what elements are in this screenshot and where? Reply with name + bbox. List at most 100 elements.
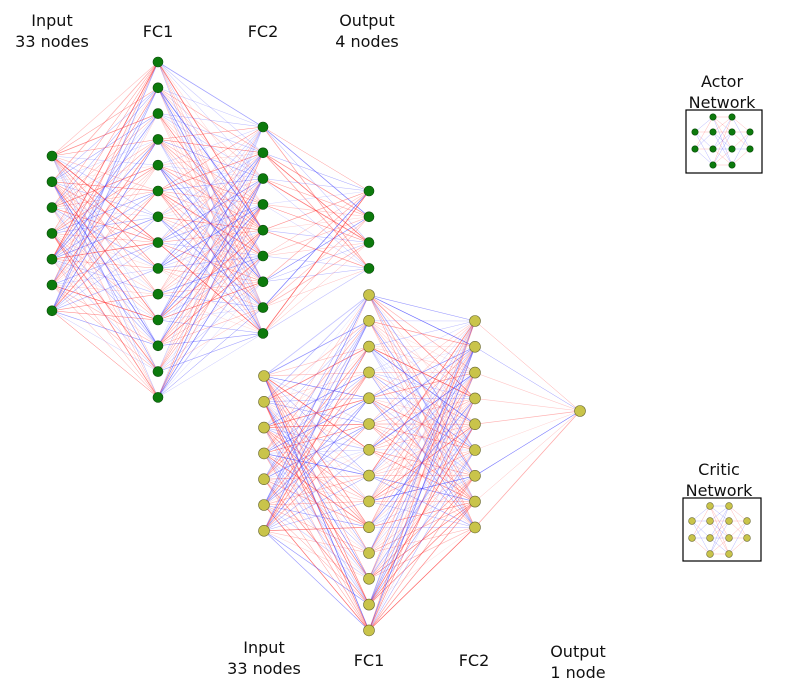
critic-layer2-node xyxy=(363,521,375,534)
actor-edge xyxy=(51,181,159,398)
actor-edge xyxy=(157,178,264,346)
legend-edge xyxy=(691,505,711,522)
critic-edge xyxy=(474,410,581,477)
critic-edge xyxy=(368,320,476,425)
actor-edge xyxy=(157,152,264,269)
legend-node xyxy=(709,128,717,136)
actor-edge xyxy=(157,126,264,269)
actor-edge xyxy=(157,87,264,128)
legend-edge xyxy=(694,148,714,166)
legend-edge xyxy=(691,537,711,555)
actor-layer1-node xyxy=(46,305,58,317)
actor-edge xyxy=(51,61,159,234)
critic-edge xyxy=(368,320,476,347)
actor-edge xyxy=(51,310,159,398)
legend-edge xyxy=(709,505,730,522)
legend-edge xyxy=(712,116,733,166)
critic-edge xyxy=(368,294,476,348)
legend-edge xyxy=(731,131,751,166)
actor-edge xyxy=(157,307,264,398)
actor-edge xyxy=(157,152,264,243)
legend-node xyxy=(746,128,754,136)
legend-edge xyxy=(694,116,714,150)
actor-edge xyxy=(157,255,264,398)
critic-edge xyxy=(263,294,370,506)
actor-edge xyxy=(157,152,264,218)
critic-layer1-node xyxy=(258,395,270,408)
actor-edge xyxy=(51,61,159,208)
network-nodes xyxy=(46,56,586,637)
legend-edge xyxy=(709,505,730,539)
critic-legend-subtitle: Network xyxy=(686,481,754,500)
actor-edge xyxy=(157,126,264,166)
critic-edge xyxy=(263,320,370,506)
critic-edge xyxy=(263,346,370,531)
critic-layer2-node xyxy=(363,469,375,482)
critic-edge xyxy=(368,527,476,631)
actor-output-label: Output xyxy=(339,11,395,30)
actor-edge xyxy=(157,126,264,140)
actor-edge xyxy=(157,178,264,321)
actor-layer2-node xyxy=(152,211,164,223)
legend-edge xyxy=(728,505,748,539)
actor-layer2-node xyxy=(152,108,164,119)
critic-layer2-node xyxy=(363,495,375,508)
critic-edge xyxy=(368,449,476,631)
actor-edge xyxy=(51,113,159,260)
actor-edge xyxy=(262,190,370,257)
critic-edge xyxy=(263,501,370,531)
legend-edge xyxy=(712,148,733,166)
critic-legend-icon xyxy=(688,502,751,558)
actor-edge xyxy=(157,126,264,321)
critic-layer2-node xyxy=(363,624,375,637)
critic-edge xyxy=(368,294,476,322)
actor-layer2-node xyxy=(152,340,164,352)
actor-edge xyxy=(157,230,264,372)
critic-edge xyxy=(368,346,476,631)
actor-layer2-node xyxy=(152,82,164,94)
critic-layer3-node xyxy=(469,366,481,379)
actor-edge xyxy=(51,242,159,311)
critic-layer2-node xyxy=(363,340,375,353)
critic-edge xyxy=(263,346,370,480)
critic-layer3-node xyxy=(469,521,481,534)
critic-input-label: Input xyxy=(243,638,284,657)
actor-edge xyxy=(262,152,370,192)
critic-edge xyxy=(368,372,476,579)
actor-edge xyxy=(157,126,264,243)
actor-edge xyxy=(51,87,159,260)
actor-edge xyxy=(262,216,370,231)
actor-layer2-node xyxy=(152,237,164,248)
legend-edge xyxy=(691,505,711,539)
actor-edge xyxy=(262,190,370,308)
critic-edge xyxy=(263,346,370,377)
actor-layer3-node xyxy=(257,121,269,133)
actor-edge xyxy=(51,284,159,295)
critic-layer3-node xyxy=(469,469,481,482)
critic-edge xyxy=(368,320,476,373)
legend-edge xyxy=(694,116,714,133)
critic-layer3-node xyxy=(469,340,481,353)
actor-edge xyxy=(51,293,159,312)
actor-layer3-node xyxy=(257,224,269,236)
actor-edge xyxy=(157,333,264,398)
actor-edge xyxy=(157,281,264,398)
legend-node xyxy=(728,113,736,121)
legend-edge xyxy=(709,537,730,555)
actor-layer4-node xyxy=(363,263,375,274)
critic-edge xyxy=(474,410,581,528)
critic-layer3-node xyxy=(469,315,481,327)
actor-edge xyxy=(51,310,159,321)
critic-edge xyxy=(263,320,370,403)
actor-edge xyxy=(157,126,264,372)
legend-edge xyxy=(691,520,711,539)
critic-edge xyxy=(263,530,370,631)
critic-edge xyxy=(368,320,476,450)
legend-edge xyxy=(691,520,711,555)
actor-edge xyxy=(51,268,159,312)
critic-layer3-node xyxy=(469,444,481,456)
actor-edge xyxy=(262,229,370,243)
actor-edge xyxy=(262,216,370,334)
critic-legend-box xyxy=(682,497,762,562)
